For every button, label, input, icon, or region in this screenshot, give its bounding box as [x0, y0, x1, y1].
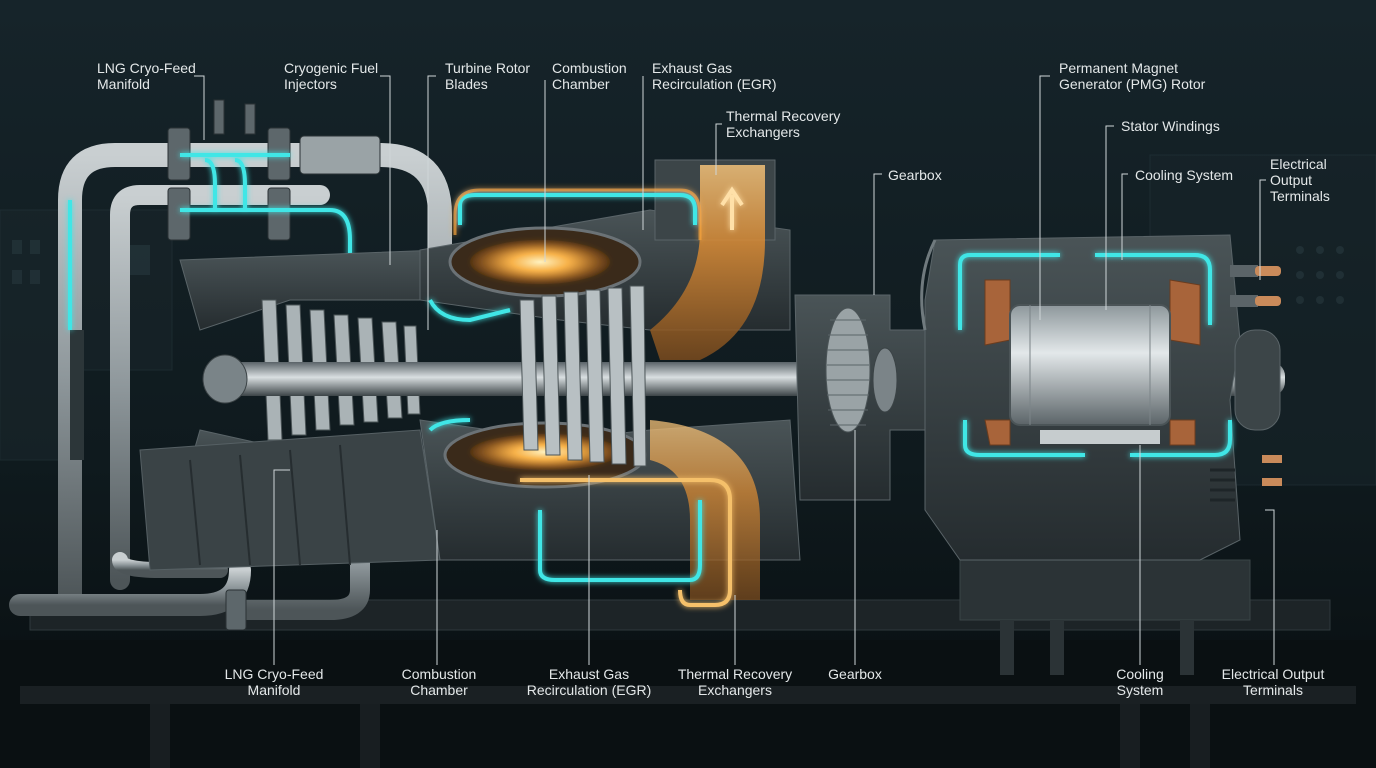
label-cooling-top: Cooling System	[1135, 167, 1234, 183]
compressor-casing	[139, 249, 441, 571]
label-gearbox-bottom: Gearbox	[828, 666, 882, 682]
pmg-rotor	[1009, 304, 1171, 444]
label-gearbox-top: Gearbox	[888, 167, 942, 183]
base-frame	[0, 559, 1376, 768]
label-stator-windings: Stator Windings	[1121, 118, 1220, 134]
shaft-nose	[202, 354, 248, 404]
turbine-rotor-blades	[519, 285, 647, 467]
thermal-recovery-duct	[650, 165, 765, 600]
lng-coolant-glow	[68, 153, 352, 330]
egr-loop-top	[428, 188, 702, 323]
stator-windings	[984, 279, 1201, 446]
output-terminals	[1230, 265, 1282, 486]
egr-loop-bottom	[428, 418, 732, 607]
generator-cooling-glow	[958, 253, 1232, 457]
gearbox	[794, 294, 931, 501]
leader-lines	[194, 75, 1275, 665]
